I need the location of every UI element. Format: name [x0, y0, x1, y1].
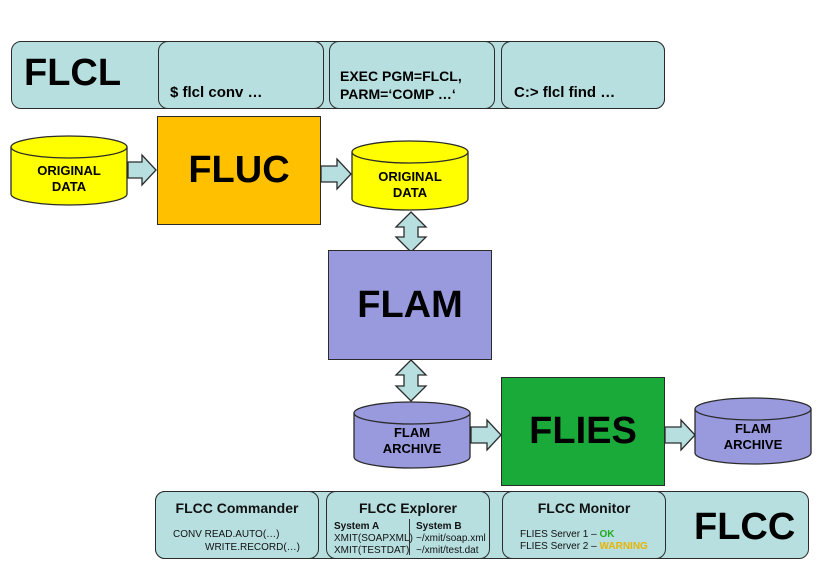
flcc-monitor-title: FLCC Monitor	[537, 500, 631, 516]
status-badge: WARNING	[599, 541, 648, 552]
flcc-monitor-row2: FLIES Server 2 – WARNING	[520, 540, 648, 553]
cylinder-label-line1: ORIGINAL	[37, 163, 101, 178]
flcl-cmd-windows-text: C:> flcl find …	[514, 84, 616, 101]
flcc-explorer-system-b-head: System B	[416, 521, 462, 532]
flcc-explorer-title: FLCC Explorer	[358, 500, 457, 516]
cylinder-label-line2: DATA	[51, 179, 87, 194]
flcc-commander-title: FLCC Commander	[175, 500, 299, 516]
flcc-explorer-system-b-row[interactable]: ~/xmit/soap.xml	[416, 533, 486, 544]
cylinder-label-line1: FLAM	[393, 425, 431, 440]
block-arrow-icon	[320, 157, 352, 191]
cylinder-label-line2: ARCHIVE	[723, 437, 783, 452]
flcc-commander-panel	[155, 491, 319, 559]
database-cylinder-icon	[10, 135, 128, 206]
original-data-right-cylinder: ORIGINAL DATA	[351, 140, 469, 211]
flam-archive-right-cylinder: FLAM ARCHIVE	[694, 397, 812, 465]
flam-box: FLAM	[328, 250, 492, 360]
flcc-explorer-divider	[409, 519, 410, 555]
server-label: FLIES Server 2 –	[520, 541, 600, 552]
cylinder-label-line1: FLAM	[734, 421, 772, 436]
flcc-commander-line1: CONV READ.AUTO(…)	[173, 529, 280, 540]
flcc-explorer-system-a-row[interactable]: XMIT(TESTDAT)	[334, 545, 410, 556]
flcl-cmd-shell-text: $ flcl conv …	[170, 84, 263, 101]
flcl-title: FLCL	[24, 52, 122, 94]
flcl-cmd-jcl-line2: PARM=‘COMP …‘	[340, 86, 456, 102]
cylinder-label-line2: DATA	[392, 185, 428, 200]
block-arrow-icon	[470, 418, 502, 452]
flies-box: FLIES	[501, 377, 665, 486]
flcc-monitor-row1: FLIES Server 1 – OK	[520, 528, 614, 541]
flcc-explorer-system-a-row[interactable]: XMIT(SOAPXML)	[334, 533, 413, 544]
block-arrow-icon	[127, 153, 157, 187]
double-arrow-icon	[394, 359, 428, 402]
status-badge: OK	[599, 529, 615, 540]
original-data-left-cylinder: ORIGINAL DATA	[10, 135, 128, 206]
database-cylinder-icon	[351, 140, 469, 211]
block-arrow-icon	[664, 418, 696, 452]
flcc-explorer-panel	[326, 491, 490, 559]
cylinder-label-line2: ARCHIVE	[382, 441, 442, 456]
double-arrow-icon	[394, 211, 428, 253]
flcl-cmd-shell	[158, 41, 324, 109]
flcc-explorer-system-a-head: System A	[334, 521, 380, 532]
database-cylinder-icon	[694, 397, 812, 465]
server-label: FLIES Server 1 –	[520, 529, 600, 540]
flcc-explorer-system-b-row[interactable]: ~/xmit/test.dat	[416, 545, 479, 556]
flcc-commander-line2: WRITE.RECORD(…)	[205, 542, 300, 553]
cylinder-label-line1: ORIGINAL	[378, 169, 442, 184]
database-cylinder-icon	[353, 401, 471, 469]
flcl-cmd-windows	[501, 41, 665, 109]
flam-archive-left-cylinder: FLAM ARCHIVE	[353, 401, 471, 469]
flcc-title: FLCC	[694, 506, 796, 548]
flcc-monitor-panel	[502, 491, 666, 559]
fluc-box: FLUC	[157, 116, 321, 225]
flcl-cmd-jcl	[329, 41, 495, 109]
flcl-cmd-jcl-line1: EXEC PGM=FLCL,	[340, 68, 462, 84]
